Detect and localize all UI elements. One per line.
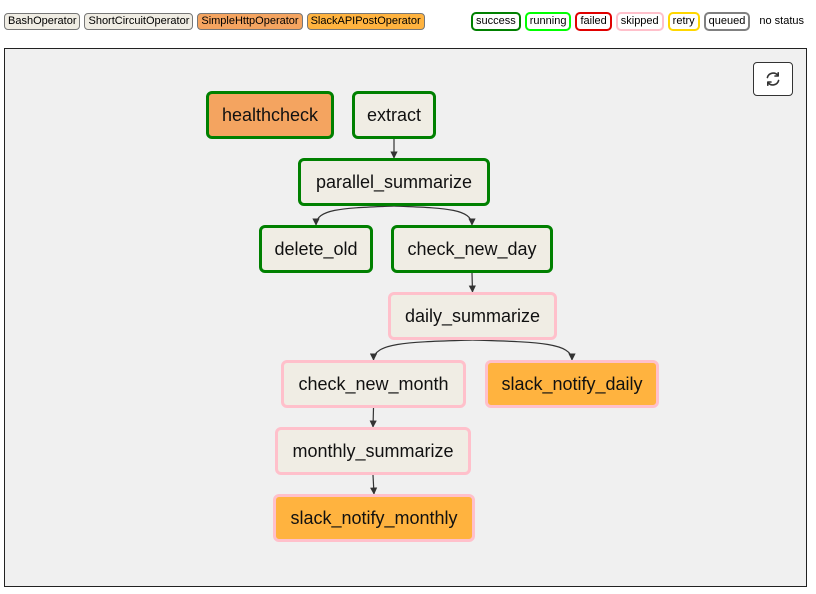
legend-slack-api-post-operator[interactable]: SlackAPIPostOperator bbox=[306, 13, 425, 30]
task-node-check-new-day[interactable]: check_new_day bbox=[391, 225, 553, 273]
legend-state-running[interactable]: running bbox=[524, 12, 572, 31]
task-node-extract[interactable]: extract bbox=[352, 91, 436, 139]
edge-check_new_month-to-monthly_summarize bbox=[369, 407, 377, 428]
legend-bash-operator[interactable]: BashOperator bbox=[4, 13, 81, 30]
task-node-slack-notify-monthly[interactable]: slack_notify_monthly bbox=[273, 494, 475, 542]
refresh-icon bbox=[766, 72, 780, 86]
edge-daily_summarize-to-slack_notify_daily bbox=[472, 339, 576, 361]
legend-state-success[interactable]: success bbox=[471, 12, 521, 31]
legend-state-skipped[interactable]: skipped bbox=[615, 12, 664, 31]
task-node-monthly-summarize[interactable]: monthly_summarize bbox=[275, 427, 471, 475]
legend-state-queued[interactable]: queued bbox=[703, 12, 751, 31]
task-node-daily-summarize[interactable]: daily_summarize bbox=[388, 292, 557, 340]
legend-simple-http-operator[interactable]: SimpleHttpOperator bbox=[197, 13, 303, 30]
legend-short-circuit-operator[interactable]: ShortCircuitOperator bbox=[84, 13, 194, 30]
graph-canvas[interactable]: healthcheck extract parallel_summarize d… bbox=[4, 48, 807, 587]
refresh-button[interactable] bbox=[753, 62, 793, 96]
edge-monthly_summarize-to-slack_notify_monthly bbox=[370, 474, 378, 495]
task-node-slack-notify-daily[interactable]: slack_notify_daily bbox=[485, 360, 659, 408]
edge-parallel_summarize-to-check_new_day bbox=[393, 205, 476, 226]
task-node-check-new-month[interactable]: check_new_month bbox=[281, 360, 466, 408]
state-legend: success running failed skipped retry que… bbox=[471, 12, 807, 31]
edge-parallel_summarize-to-delete_old bbox=[312, 205, 395, 226]
legend-state-failed[interactable]: failed bbox=[575, 12, 612, 31]
edge-daily_summarize-to-check_new_month bbox=[369, 339, 473, 361]
operator-legend: BashOperator ShortCircuitOperator Simple… bbox=[4, 13, 425, 30]
task-node-delete-old[interactable]: delete_old bbox=[259, 225, 373, 273]
legend-state-retry[interactable]: retry bbox=[667, 12, 700, 31]
task-node-parallel-summarize[interactable]: parallel_summarize bbox=[298, 158, 490, 206]
graph-edges bbox=[312, 139, 576, 495]
task-node-healthcheck[interactable]: healthcheck bbox=[206, 91, 334, 139]
legend-state-no-status[interactable]: no status bbox=[759, 15, 805, 27]
edge-check_new_day-to-daily_summarize bbox=[468, 272, 476, 293]
